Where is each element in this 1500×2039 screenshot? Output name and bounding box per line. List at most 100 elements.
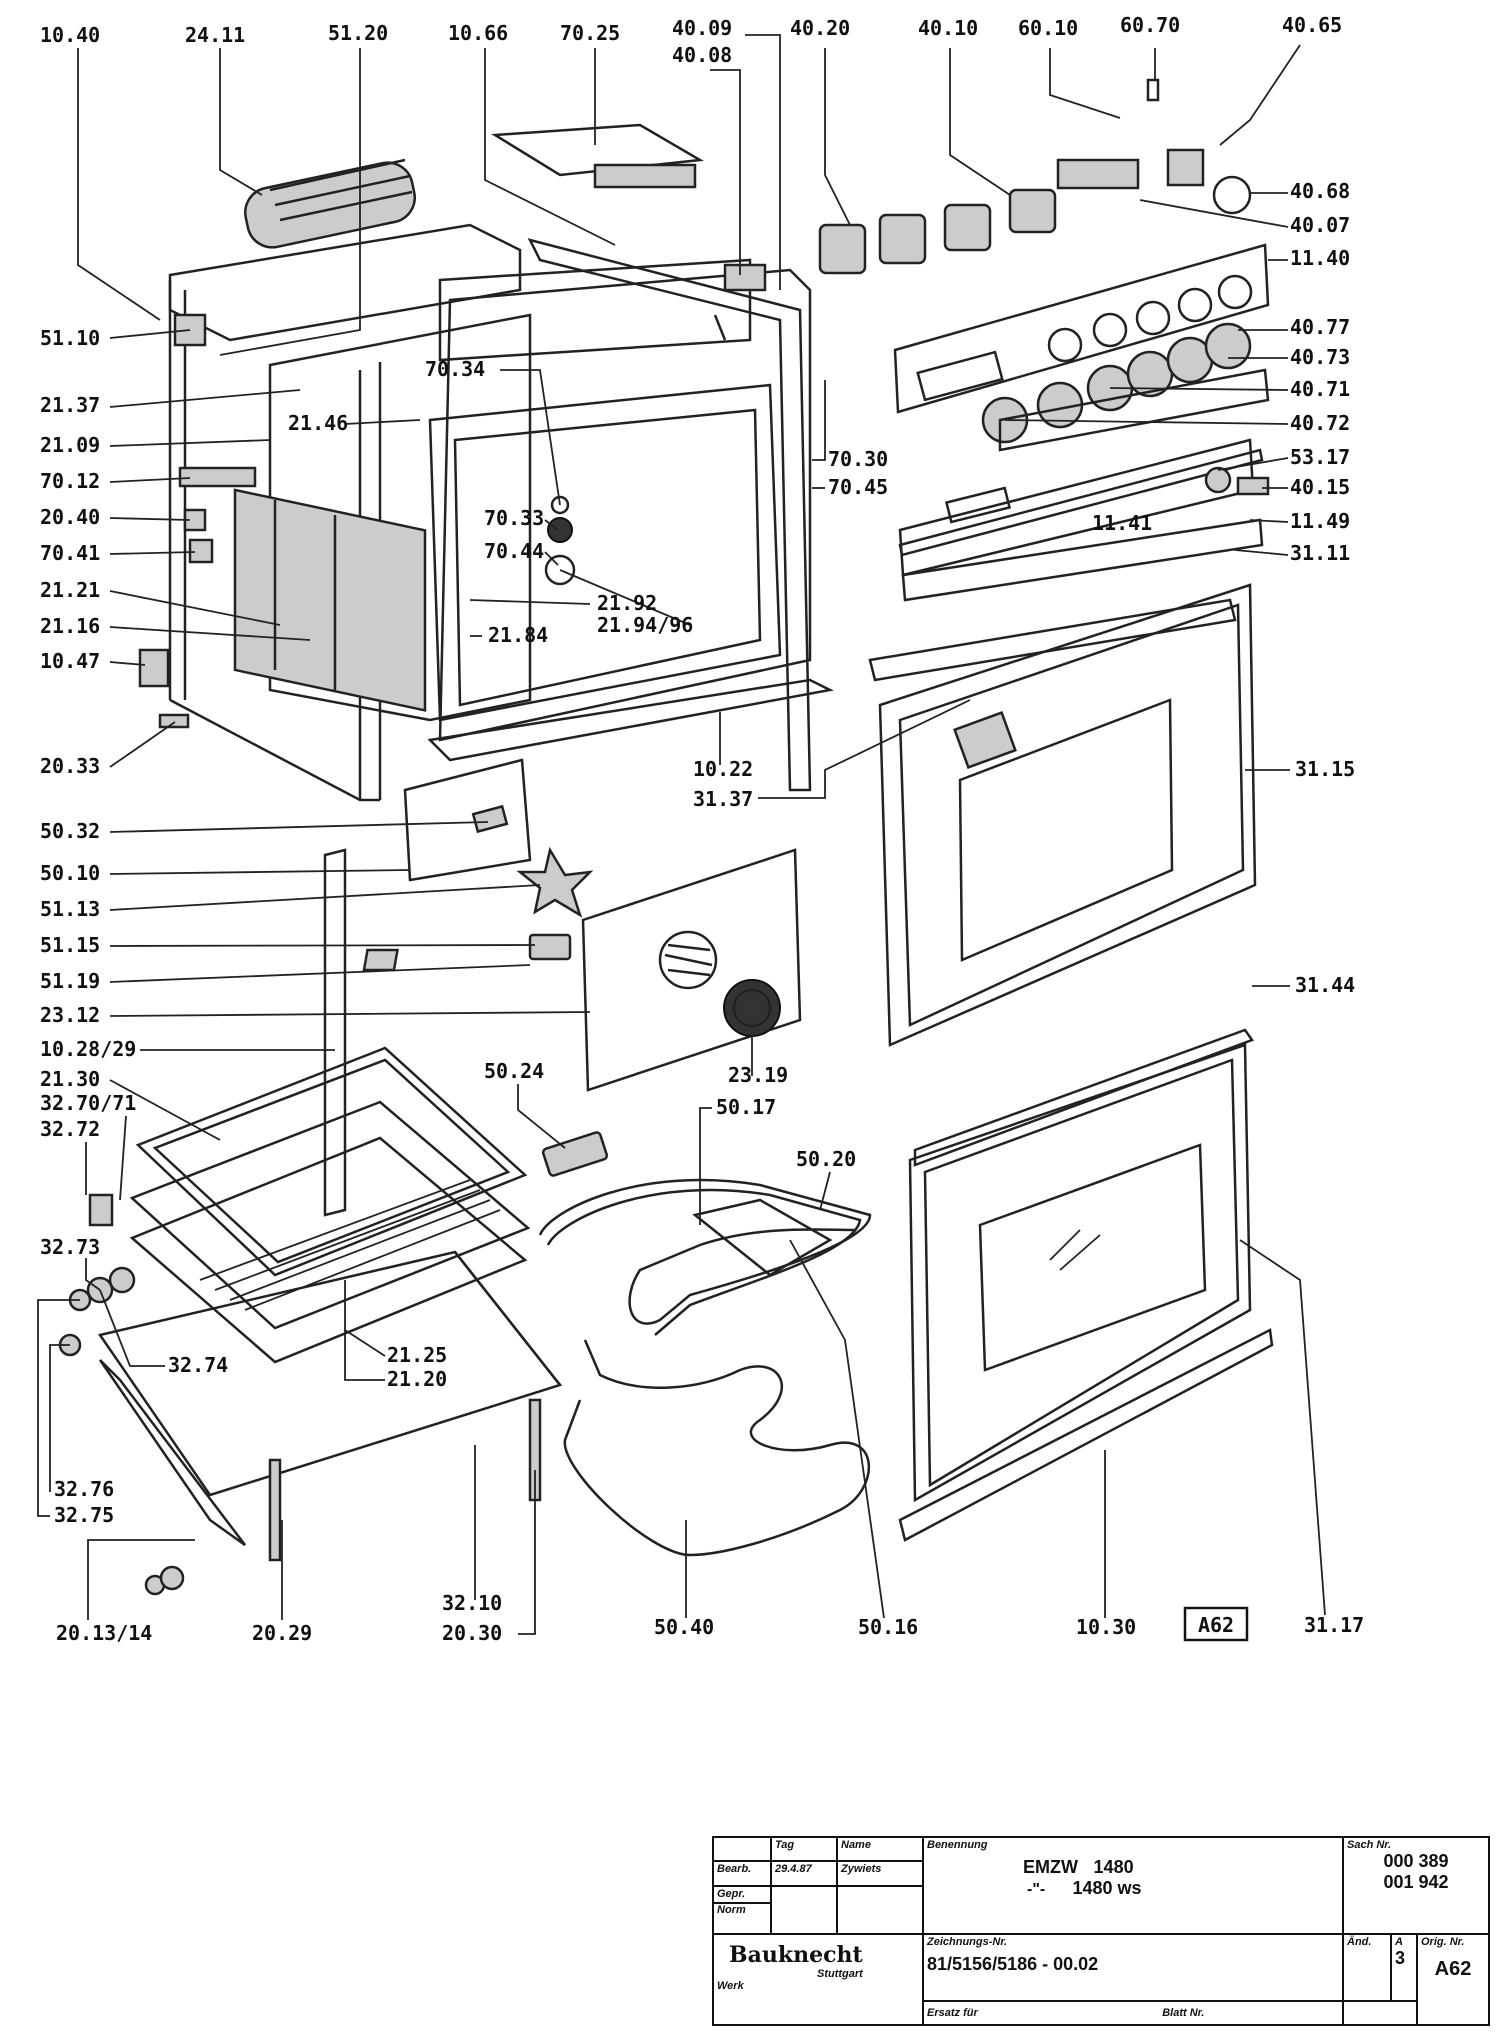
part-label-51-13: 51.13 [40,897,100,921]
part-label-51-10: 51.10 [40,326,100,350]
tb-norm: Norm [714,1901,770,1916]
exploded-parts-diagram: 10.4024.1151.2010.6670.2540.0940.0840.20… [37,13,1364,1645]
heating-elements [538,1131,872,1557]
part-label-50-20: 50.20 [796,1147,856,1171]
part-label-40-73: 40.73 [1290,345,1350,369]
tb-editor: Zywiets [836,1860,924,1887]
control-panel [893,243,1270,602]
tb-blatt-label: Blatt Nr. [1162,2006,1205,2019]
part-label-50-16: 50.16 [858,1615,918,1639]
brand-name: Bauknecht [729,1942,863,1969]
tb-sach: Sach Nr. 000 389 001 942 [1342,1835,1490,1936]
tb-model-2a: -"- [1027,1881,1046,1898]
fan-blade [362,846,594,972]
part-label-20-30: 20.30 [442,1621,502,1645]
tb-empty-4 [1342,1999,1418,2027]
part-label-10-28-29: 10.28/29 [40,1037,136,1061]
tb-a: A 3 [1390,1933,1418,2002]
part-label-40-77: 40.77 [1290,315,1350,339]
tb-sach-1: 000 389 [1383,1851,1449,1871]
tb-orig-value: A62 [1434,1958,1472,1981]
part-label-21-16: 21.16 [40,614,100,638]
tb-empty-3 [836,1884,924,1936]
tb-aend-label: Änd. [1347,1936,1372,1949]
part-label-50-32: 50.32 [40,819,100,843]
title-block: Tag Name Benennung EMZW 1480 -"- 1480 ws… [712,1835,1490,2027]
part-label-40-72: 40.72 [1290,411,1350,435]
part-label-21-94-96: 21.94/96 [597,613,693,637]
part-label-32-10: 32.10 [442,1591,502,1615]
tb-brand-cell: Bauknecht Stuttgart Werk [712,1933,924,2026]
figure-reference-label: A62 [1198,1613,1234,1637]
oven-housing [138,223,834,802]
part-label-20-33: 20.33 [40,754,100,778]
tb-tag-header: Tag [770,1835,838,1863]
part-label-31-44: 31.44 [1295,973,1355,997]
tb-werk: Werk [717,1980,744,1993]
part-label-70-33: 70.33 [484,506,544,530]
part-label-40-68: 40.68 [1290,179,1350,203]
part-label-10-47: 10.47 [40,649,100,673]
part-label-32-72: 32.72 [40,1117,100,1141]
tb-model-1a: EMZW [1023,1857,1078,1877]
tb-benennung-label: Benennung [927,1839,988,1851]
part-label-50-17: 50.17 [716,1095,776,1119]
part-label-40-20: 40.20 [790,16,850,40]
part-label-70-30: 70.30 [828,447,888,471]
part-label-40-09: 40.09 [672,16,732,40]
tb-empty [712,1835,772,1863]
tb-model-2b: 1480 ws [1072,1878,1142,1898]
part-label-21-25: 21.25 [387,1343,447,1367]
tb-bearb: Bearb. [712,1860,772,1887]
tb-ersatz: Ersatz für Blatt Nr. [922,1999,1344,2027]
part-label-23-12: 23.12 [40,1003,100,1027]
part-label-40-15: 40.15 [1290,475,1350,499]
part-label-32-73: 32.73 [40,1235,100,1259]
parts-artwork [58,78,1274,1596]
part-label-21-21: 21.21 [40,578,100,602]
part-label-32-74: 32.74 [168,1353,228,1377]
part-label-24-11: 24.11 [185,23,245,47]
tb-zeichnung-label: Zeichnungs-Nr. [927,1936,1008,1949]
tb-ersatz-label: Ersatz für [927,2006,978,2019]
tb-aend: Änd. [1342,1933,1392,2002]
tb-date: 29.4.87 [770,1860,838,1887]
part-label-11-49: 11.49 [1290,509,1350,533]
part-label-70-45: 70.45 [828,475,888,499]
part-label-31-11: 31.11 [1290,541,1350,565]
part-label-21-09: 21.09 [40,433,100,457]
part-label-70-41: 70.41 [40,541,100,565]
part-label-51-20: 51.20 [328,21,388,45]
part-label-51-15: 51.15 [40,933,100,957]
fan-motor [244,158,416,249]
part-label-20-13-14: 20.13/14 [56,1621,152,1645]
tb-orig-label: Orig. Nr. [1421,1936,1465,1949]
brand-logo: Bauknecht [729,1942,919,1968]
tb-zeichnung: Zeichnungs-Nr. 81/5156/5186 - 00.02 [922,1933,1344,2002]
part-label-32-70-71: 32.70/71 [40,1091,136,1115]
part-label-21-30: 21.30 [40,1067,100,1091]
part-label-11-41: 11.41 [1092,511,1152,535]
tb-model-1b: 1480 [1093,1857,1134,1877]
part-label-23-19: 23.19 [728,1063,788,1087]
tb-aend-value: 3 [1395,1948,1406,1969]
part-label-20-29: 20.29 [252,1621,312,1645]
tb-name-header: Name [836,1835,924,1863]
tb-gepr: Gepr. [717,1887,746,1900]
part-label-20-40: 20.40 [40,505,100,529]
part-label-21-37: 21.37 [40,393,100,417]
oven-door-outer [898,1028,1274,1542]
part-label-51-19: 51.19 [40,969,100,993]
side-rail [323,848,347,1217]
part-label-60-10: 60.10 [1018,16,1078,40]
tb-sach-2: 001 942 [1383,1872,1449,1892]
part-label-60-70: 60.70 [1120,13,1180,37]
part-label-70-34: 70.34 [425,357,485,381]
figure-reference: A62 [1183,1606,1249,1642]
part-label-32-75: 32.75 [54,1503,114,1527]
part-label-31-17: 31.17 [1304,1613,1364,1637]
light-cover [403,758,532,882]
part-label-31-15: 31.15 [1295,757,1355,781]
control-switches [491,78,1252,292]
